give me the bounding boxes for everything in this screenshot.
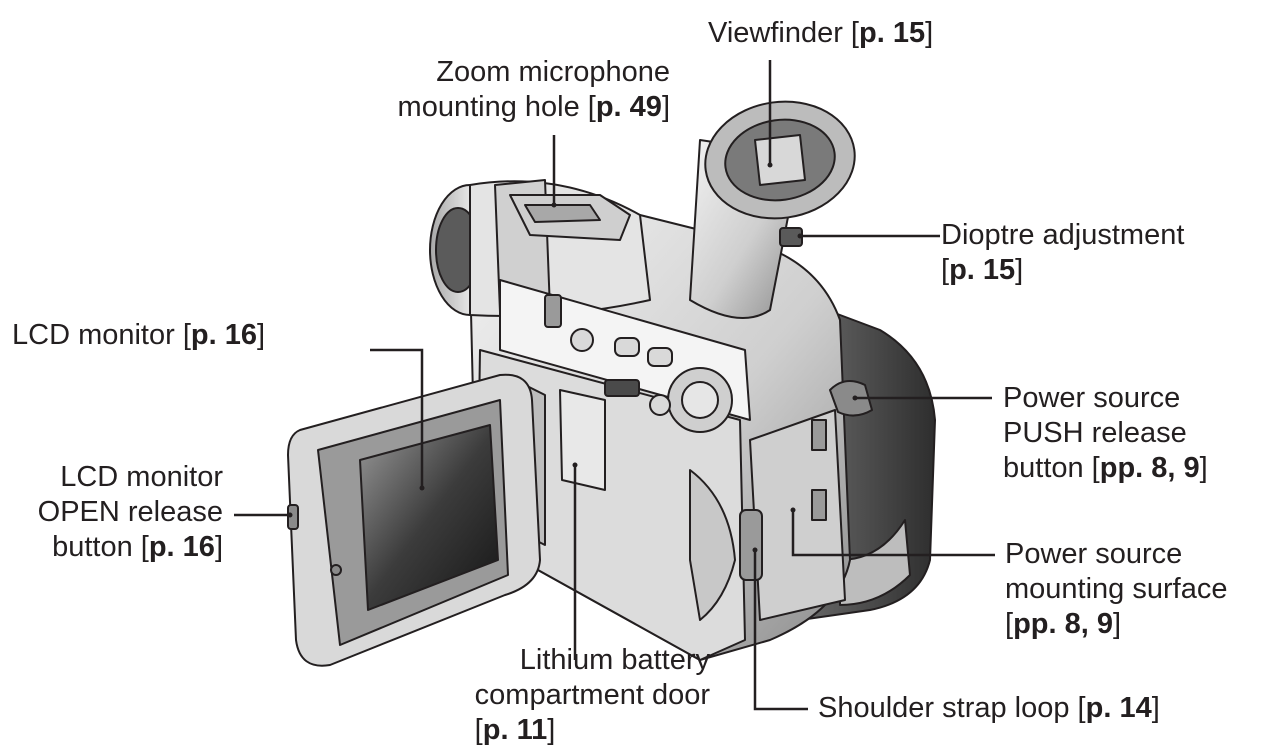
label-zoom-microphone: Zoom microphone mounting hole [p. 49] — [398, 55, 670, 125]
lcd-open-button — [287, 504, 299, 530]
label-line: mounting hole [ — [397, 91, 596, 123]
label-line: compartment door — [474, 679, 710, 711]
label-lcd-open-release: LCD monitor OPEN release button [p. 16] — [38, 460, 223, 565]
label-bracket: [ — [1005, 608, 1014, 640]
page-ref: p. 15 — [859, 17, 926, 49]
page-ref: p. 49 — [595, 91, 662, 123]
label-line: Power source — [1003, 382, 1181, 414]
label-line: button [ — [52, 531, 149, 563]
push-release-button — [829, 380, 873, 417]
label-line: LCD monitor — [60, 461, 223, 493]
label-bracket: ] — [925, 17, 934, 49]
label-line: PUSH release — [1003, 417, 1187, 449]
label-text: Shoulder strap loop [ — [818, 692, 1086, 724]
camcorder-illustration — [287, 100, 936, 667]
label-line: OPEN release — [37, 496, 223, 528]
leader-dots — [287, 162, 858, 553]
page-ref: p. 14 — [1085, 692, 1152, 724]
power-source-mounting-surface — [749, 409, 846, 621]
label-bracket: [ — [941, 254, 950, 286]
label-bracket: ] — [1015, 254, 1024, 286]
label-dioptre-adjustment: Dioptre adjustment [p. 15] — [941, 218, 1184, 288]
label-text: LCD monitor [ — [12, 319, 191, 351]
label-bracket: ] — [661, 91, 670, 123]
label-line: Zoom microphone — [436, 56, 670, 88]
label-line: Lithium battery — [519, 644, 710, 676]
label-line: mounting surface — [1005, 573, 1228, 605]
page-ref: pp. 8, 9 — [1099, 452, 1200, 484]
label-bracket: ] — [214, 531, 223, 563]
label-viewfinder: Viewfinder [p. 15] — [708, 16, 933, 51]
label-line: Dioptre adjustment — [941, 219, 1185, 251]
page-ref: p. 11 — [482, 714, 548, 746]
page-ref: p. 15 — [949, 254, 1016, 286]
label-bracket: ] — [256, 319, 266, 351]
leader-lines — [234, 60, 995, 711]
page-ref: p. 16 — [190, 319, 257, 351]
label-power-source-mounting-surface: Power source mounting surface [pp. 8, 9] — [1005, 537, 1227, 642]
label-lithium-battery-door: Lithium battery compartment door [p. 11] — [475, 643, 710, 748]
page-ref: pp. 8, 9 — [1013, 608, 1113, 640]
label-text: Viewfinder [ — [708, 17, 859, 49]
shoulder-strap-loop — [739, 509, 763, 581]
label-line: Power source — [1005, 538, 1183, 570]
label-bracket: ] — [1199, 452, 1208, 484]
page-ref: p. 16 — [148, 531, 215, 563]
label-line: button [ — [1003, 452, 1100, 484]
label-shoulder-strap-loop: Shoulder strap loop [p. 14] — [818, 691, 1160, 726]
lithium-battery-door — [559, 389, 606, 491]
label-bracket: [ — [474, 714, 483, 746]
lcd-screen — [359, 424, 499, 611]
label-bracket: ] — [1151, 692, 1160, 724]
label-lcd-monitor: LCD monitor [p. 16] — [12, 318, 265, 353]
label-bracket: ] — [547, 714, 556, 746]
label-power-source-push-release: Power source PUSH release button [pp. 8,… — [1003, 381, 1208, 486]
label-bracket: ] — [1112, 608, 1122, 640]
